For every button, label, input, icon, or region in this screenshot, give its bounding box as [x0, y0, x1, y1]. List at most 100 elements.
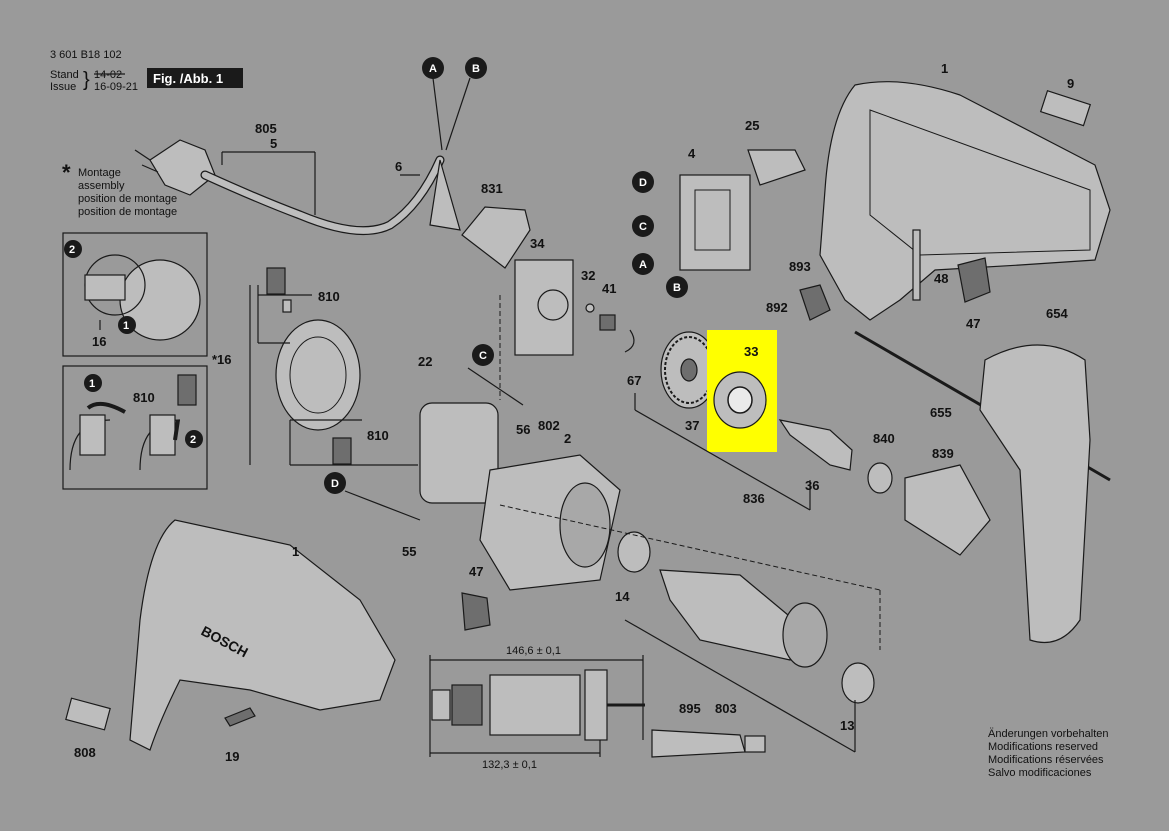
trigger-cover — [461, 206, 531, 269]
part-label: 47 — [469, 564, 483, 579]
marker-c — [472, 344, 494, 366]
part-label: 41 — [602, 281, 616, 296]
part-label: 802 — [538, 418, 560, 433]
dimension-top: 146,6 ± 0,1 — [506, 645, 561, 657]
switch-clip — [747, 149, 806, 186]
part-label: 55 — [402, 544, 416, 559]
svg-text:C: C — [639, 221, 647, 233]
fan-baffle — [419, 402, 499, 504]
housing-front: BOSCH — [65, 519, 491, 751]
cord-guard — [429, 159, 461, 231]
part-label: 836 — [743, 491, 765, 506]
footer-line-3: Modifications réservées — [988, 754, 1104, 766]
part-label: 810 — [318, 289, 340, 304]
marker-a — [632, 253, 654, 275]
part-label: 810 — [133, 390, 155, 405]
part-label: 1 — [292, 544, 299, 559]
legend-line-3: position de montage — [78, 193, 177, 205]
part-label: 22 — [418, 354, 432, 369]
legend-line-1: Montage — [78, 167, 121, 179]
issue-date: 16-09-21 — [94, 81, 138, 93]
svg-text:D: D — [639, 177, 647, 189]
footer-line-1: Änderungen vorbehalten — [988, 728, 1108, 740]
damping-pad — [461, 592, 491, 631]
header: 3 601 B18 102 Stand Issue } 14-02 16-09-… — [50, 49, 243, 93]
plug-body — [149, 139, 216, 196]
part-label: *16 — [212, 352, 232, 367]
handle-body — [979, 344, 1091, 644]
svg-text:2: 2 — [69, 244, 75, 256]
step-1 — [84, 374, 102, 392]
plug-pin — [134, 149, 151, 161]
lever — [799, 284, 831, 321]
pin — [912, 229, 921, 301]
part-label: 37 — [685, 418, 699, 433]
doc-number: 3 601 B18 102 — [50, 49, 122, 61]
part-label: 808 — [74, 745, 96, 760]
nameplate — [1039, 89, 1092, 127]
carbon-brush — [266, 267, 286, 295]
washer — [867, 462, 893, 494]
marker-d — [632, 171, 654, 193]
step-2 — [64, 240, 82, 258]
bearing — [841, 662, 875, 704]
carbon-brush — [177, 374, 197, 406]
brace-icon: } — [83, 69, 90, 91]
stand-date: 14-02 — [94, 69, 122, 81]
part-label: 895 — [679, 701, 701, 716]
armature-core — [489, 674, 581, 736]
carbon-brush — [332, 437, 352, 465]
part-label-highlighted: 33 — [744, 344, 758, 359]
svg-text:1: 1 — [89, 378, 95, 390]
circlip — [624, 329, 635, 353]
footer-notice: Änderungen vorbehalten Modifications res… — [988, 728, 1108, 779]
arrow-icon — [173, 419, 180, 441]
housing-half — [819, 81, 1111, 321]
legend-star: * — [62, 160, 71, 185]
part-label: 5 — [270, 136, 277, 151]
part-label: 831 — [481, 181, 503, 196]
commutator — [451, 684, 483, 726]
legend-line-4: position de montage — [78, 206, 177, 218]
switch-assembly — [461, 149, 806, 356]
svg-text:A: A — [429, 63, 437, 75]
part-label: 893 — [789, 259, 811, 274]
step-1 — [118, 316, 136, 334]
plug-pin — [141, 164, 159, 173]
wire-b — [445, 77, 471, 151]
figure-label: Fig. /Abb. 1 — [153, 71, 223, 86]
part-label: 56 — [516, 422, 530, 437]
svg-text:A: A — [639, 259, 647, 271]
svg-text:B: B — [673, 282, 681, 294]
markers: A B D C A B C D 2 1 1 2 — [64, 57, 688, 494]
stand-label: Stand — [50, 69, 79, 81]
part-label: 4 — [688, 146, 696, 161]
svg-text:C: C — [479, 350, 487, 362]
marker-c — [632, 215, 654, 237]
part-label: 16 — [92, 334, 106, 349]
svg-text:D: D — [331, 478, 339, 490]
part-label: 839 — [932, 446, 954, 461]
part-label: 1 — [941, 61, 948, 76]
damping-pad — [957, 257, 991, 303]
dimension-bottom: 132,3 ± 0,1 — [482, 759, 537, 771]
grease-tube — [651, 729, 766, 758]
figure-label-box — [147, 68, 243, 88]
part-label: 810 — [367, 428, 389, 443]
part-label: 34 — [530, 236, 545, 251]
part-label: 14 — [615, 589, 630, 604]
footer-line-4: Salvo modificaciones — [988, 767, 1092, 779]
part-label: 2 — [564, 431, 571, 446]
part-label: 9 — [1067, 76, 1074, 91]
arrow-icon — [86, 401, 126, 414]
inset-bottom — [62, 365, 208, 490]
gearbox-parts — [624, 329, 991, 556]
part-numbers: 1 9 25 4 831 34 32 41 893 892 48 47 654 … — [74, 61, 1074, 764]
armature — [659, 569, 801, 661]
cord-fill — [201, 156, 444, 234]
part-label: 48 — [934, 271, 948, 286]
switch — [679, 174, 751, 271]
inset-top — [62, 232, 208, 357]
